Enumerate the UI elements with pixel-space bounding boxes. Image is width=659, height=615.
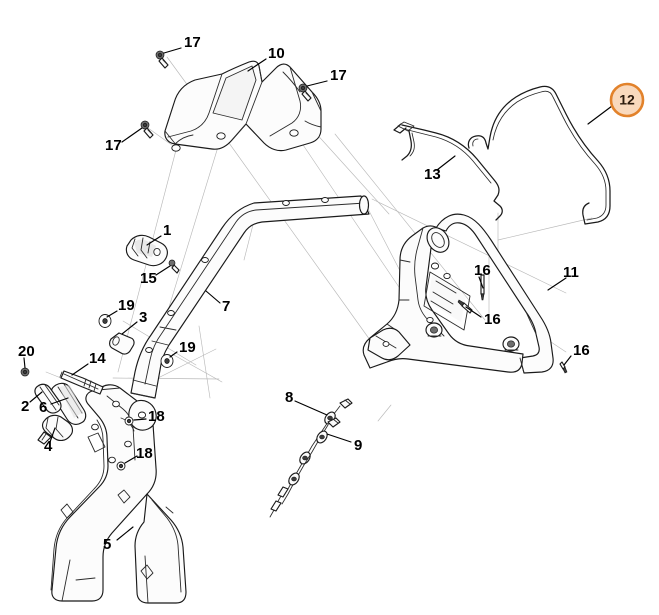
leader-17a [163, 47, 182, 54]
leader-4 [49, 427, 56, 443]
cable-ferrule-9a [316, 430, 328, 444]
part-10-handle-grip-cover [164, 60, 322, 152]
pivot-clamp-right [502, 336, 520, 352]
cable-ferrule-8b [299, 451, 311, 465]
callout-9: 9 [354, 437, 362, 454]
hardware-washer-19a [98, 314, 112, 328]
callout-17b: 17 [330, 67, 347, 84]
leader-15 [155, 265, 171, 276]
callout-17c: 17 [105, 137, 122, 154]
callout-1: 1 [163, 222, 171, 239]
callout-10: 10 [268, 45, 285, 62]
leader-2 [29, 391, 43, 403]
callout-18b: 18 [136, 445, 153, 462]
leader-8 [294, 400, 328, 416]
callout-4: 4 [44, 438, 53, 455]
leader-20 [23, 357, 26, 369]
hardware-screw-20 [20, 367, 30, 377]
leader-13 [436, 155, 456, 171]
leader-lines [23, 47, 613, 541]
part-3-spacer-bush [109, 332, 135, 355]
part-5-lower-handle-bracket [50, 384, 187, 604]
leader-16a [478, 276, 484, 289]
leader-3 [121, 321, 138, 335]
hardware-bolt-17a [155, 50, 169, 69]
leader-18a [133, 418, 147, 421]
callout-16c: 16 [573, 342, 590, 359]
hardware-screw-16a [480, 274, 485, 301]
part-8-control-cable-upper [276, 398, 353, 504]
hardware-bolt-17b [298, 83, 312, 102]
callout-3: 3 [139, 309, 147, 326]
leader-9 [326, 433, 352, 443]
highlight-badge-label: 12 [619, 92, 635, 108]
leader-16b [465, 306, 482, 318]
callout-16b: 16 [484, 311, 501, 328]
leader-5 [116, 526, 134, 541]
part-1-cable-clip [125, 234, 168, 267]
hardware-bolt-17c [140, 120, 154, 139]
callout-17a: 17 [184, 34, 201, 51]
leader-17c [121, 127, 143, 143]
highlight-badge-circle[interactable] [609, 82, 645, 118]
highlight-badge-12[interactable]: 12 [609, 82, 645, 118]
part-9-control-cable-lower [269, 417, 341, 518]
cable-ferrule-9b [288, 472, 300, 486]
leader-6 [50, 397, 69, 405]
part-13-linkage-rod [393, 121, 503, 221]
leader-10 [247, 58, 267, 72]
leader-19a [106, 310, 118, 318]
callout-5: 5 [103, 536, 111, 553]
leader-11 [547, 277, 567, 291]
callout-18a: 18 [148, 408, 165, 425]
part-12-brake-bail-wire [467, 85, 611, 225]
part-7-handle-tube [130, 195, 370, 399]
part-11-upper-handlebar-frame [362, 213, 554, 374]
callout-19b: 19 [179, 339, 196, 356]
leader-1 [146, 235, 162, 246]
callout-11: 11 [563, 264, 579, 281]
part-14-pin-rod [59, 370, 104, 395]
part-4-wing-screw [37, 414, 74, 445]
leader-19b [169, 351, 178, 358]
leader-7 [205, 290, 221, 304]
hardware-nut-18b [116, 461, 126, 471]
hardware-nut-18a [124, 416, 134, 426]
part-2-spring-pin [34, 383, 62, 414]
leader-18b [124, 455, 138, 464]
callout-16a: 16 [474, 262, 491, 279]
callout-2: 2 [21, 398, 29, 415]
cable-end-8 [276, 486, 289, 504]
cable-end-9 [269, 500, 282, 518]
leader-17b [306, 80, 328, 87]
leader-16c [563, 355, 572, 366]
callout-15: 15 [140, 270, 157, 287]
callout-6: 6 [39, 399, 47, 416]
callout-14: 14 [89, 350, 106, 367]
callout-labels: 1 2 3 4 5 6 7 8 9 10 11 13 14 15 16 16 1… [18, 34, 590, 553]
leader-12 [587, 105, 613, 125]
hardware-screw-15 [168, 259, 180, 274]
hardware-washer-19b [160, 354, 174, 368]
callout-20: 20 [18, 343, 35, 360]
leader-14 [71, 363, 89, 376]
pivot-clamp-left [425, 322, 443, 338]
callout-13: 13 [424, 166, 441, 183]
hardware-screw-16c [559, 361, 568, 374]
callout-7: 7 [222, 298, 230, 315]
callout-8: 8 [285, 389, 293, 406]
callout-19a: 19 [118, 297, 135, 314]
